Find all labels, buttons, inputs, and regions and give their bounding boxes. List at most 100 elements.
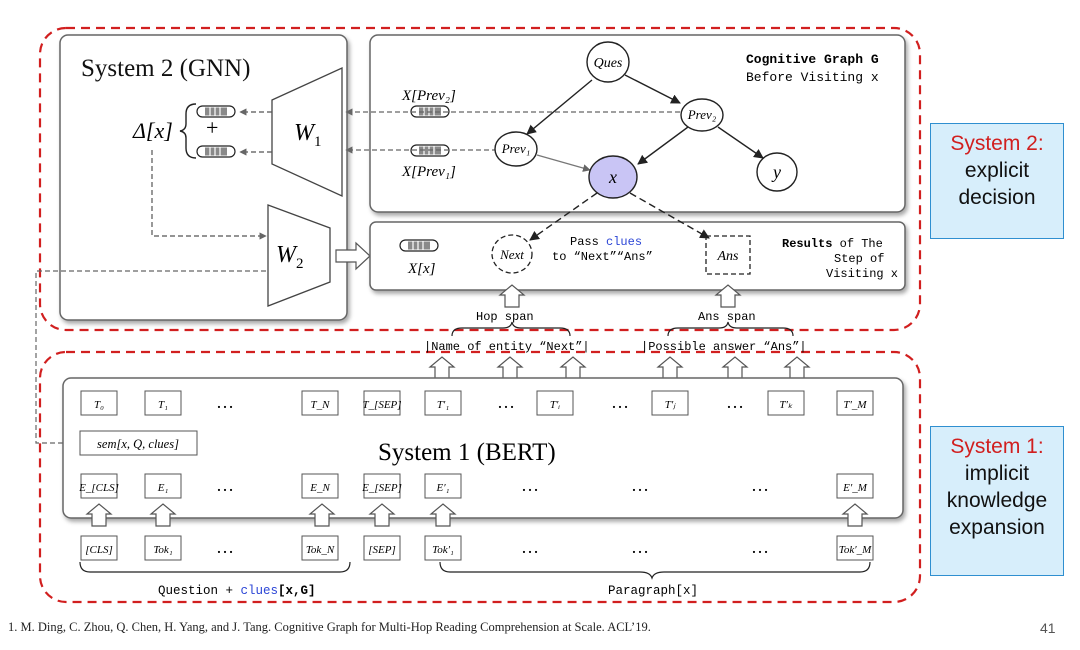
x-prev1-label: X[Prev₁] (401, 164, 456, 180)
x-vector (399, 239, 439, 252)
arrow-sem-to-w2 (35, 270, 266, 444)
bert-title: System 1 (BERT) (378, 439, 556, 466)
edge-ques-prev2 (624, 74, 681, 104)
e-token-label-9: E′_M (842, 482, 868, 494)
edge-prev2-x (637, 126, 689, 165)
t-token-box-3 (301, 390, 339, 416)
t-token-label-10: … (726, 392, 744, 412)
tok-token-box-3 (301, 535, 339, 561)
sem-box (79, 430, 198, 456)
w1-layer (271, 66, 343, 198)
t-token-label-2: … (216, 392, 234, 412)
x-vector-label: X[x] (407, 261, 436, 277)
ans-span-label: Ans span (698, 310, 756, 324)
question-label: Question + clues[x,G] (158, 584, 316, 598)
t-token-box-12 (836, 390, 874, 416)
next-label: Next (499, 247, 524, 262)
graph-subtitle: Before Visiting x (746, 70, 879, 85)
e-token-label-8: … (751, 475, 769, 495)
t-token-label-0: T₀ (94, 399, 104, 411)
e-token-box-0 (80, 473, 118, 499)
span-arrow-4 (657, 356, 683, 380)
system1-side-line3: expansion (949, 516, 1045, 539)
t-token-label-11: T′ₖ (779, 399, 793, 411)
footnote: 1. M. Ding, C. Zhou, Q. Chen, H. Yang, a… (8, 620, 651, 634)
system1-side-heading: System 1: (950, 435, 1044, 458)
w1-label: W1 (294, 120, 322, 150)
t-token-box-9 (651, 390, 689, 416)
e-token-box-9 (836, 473, 874, 499)
t-token-box-4 (363, 390, 401, 416)
pass-clues-line2: to “Next”“Ans” (552, 250, 653, 264)
tok-row: [CLS]Tok₁…Tok_N[SEP]Tok′₁………Tok′_M (80, 535, 874, 561)
tok-token-label-8: … (751, 537, 769, 557)
system2-side-heading: System 2: (950, 132, 1044, 155)
system1-side-line1: implicit (964, 462, 1030, 485)
node-prev2-label: Prev₂ (687, 107, 717, 122)
tok-token-label-5: Tok′₁ (432, 544, 454, 556)
t-token-label-9: T′ⱼ (665, 399, 677, 411)
system2-side-box: System 2: explicit decision (930, 123, 1064, 239)
tok-token-box-0 (80, 535, 118, 561)
arrow-w2-results (335, 241, 371, 271)
ans-span-brace (667, 321, 794, 337)
w2-layer (267, 204, 331, 307)
delta-vector-bottom (196, 145, 236, 158)
arrow-delta-to-w2 (151, 150, 267, 240)
tok-token-label-0: [CLS] (85, 544, 113, 556)
t-token-label-8: … (611, 392, 629, 412)
t-token-label-3: T_N (311, 399, 331, 411)
answer-span-text: |Possible answer “Ans”| (641, 340, 807, 354)
x-prev2-label: X[Prev₂] (401, 88, 456, 104)
sem-label: sem[x, Q, clues] (97, 437, 179, 451)
e-token-box-4 (363, 473, 401, 499)
node-prev1-label: Prev₁ (501, 141, 531, 156)
results-title-3: Visiting x (826, 267, 898, 281)
system1-side-box: System 1: implicit knowledge expansion (930, 426, 1064, 576)
tok-token-label-4: [SEP] (368, 544, 396, 556)
tok-token-box-9 (836, 535, 874, 561)
t-token-box-11 (767, 390, 805, 416)
span-arrow-3 (560, 356, 586, 380)
node-ques-label: Ques (594, 56, 623, 71)
paragraph-label: Paragraph[x] (608, 584, 698, 598)
system1-side-line2: knowledge (946, 489, 1048, 512)
e-token-label-1: E₁ (157, 482, 169, 494)
node-prev1 (494, 131, 538, 167)
e-token-label-3: E_N (309, 482, 330, 494)
ans-box (705, 235, 751, 275)
node-x-label: x (608, 167, 617, 187)
t-token-label-12: T′_M (843, 399, 867, 411)
tok-token-box-1 (144, 535, 182, 561)
t-token-box-0 (80, 390, 118, 416)
t-token-label-5: T′₁ (437, 399, 450, 411)
node-x (588, 155, 638, 199)
e-token-label-6: … (521, 475, 539, 495)
results-title-1: Results of The (782, 237, 883, 251)
edge-ques-prev1 (526, 79, 593, 135)
bert-panel (62, 377, 904, 519)
tok-token-label-7: … (631, 537, 649, 557)
t-token-box-7 (536, 390, 574, 416)
t-token-label-4: T_[SEP] (362, 399, 401, 411)
pass-clues-line1: Pass clues (570, 235, 642, 249)
tok-token-label-2: … (216, 537, 234, 557)
e-token-box-3 (301, 473, 339, 499)
node-ques (586, 41, 630, 83)
results-title-2: Step of (834, 252, 884, 266)
tok-token-box-5 (424, 535, 462, 561)
entity-span-text: |Name of entity “Next”| (424, 340, 590, 354)
arrow-x-next (529, 192, 598, 241)
page-number: 41 (1040, 620, 1056, 636)
t-token-box-1 (144, 390, 182, 416)
system2-side-line1: explicit (964, 159, 1030, 182)
t-token-label-7: T′ᵢ (550, 399, 561, 411)
t-token-label-1: T₁ (158, 399, 168, 411)
e-token-box-1 (144, 473, 182, 499)
ans-label: Ans (717, 249, 740, 264)
e-token-label-5: E′₁ (436, 482, 450, 494)
e-token-label-4: E_[SEP] (361, 482, 402, 494)
system1-region (38, 350, 922, 604)
